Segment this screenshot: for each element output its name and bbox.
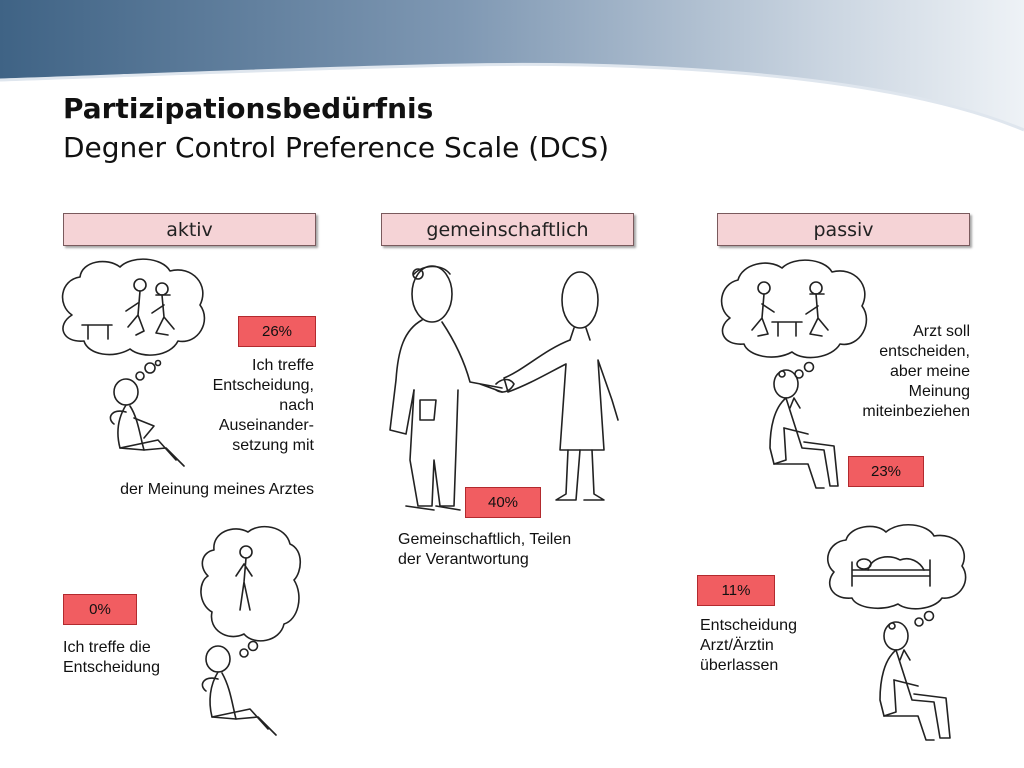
- category-passive: passiv: [717, 213, 970, 246]
- header-banner: [0, 0, 1024, 132]
- percent-active-alone: 0%: [63, 594, 137, 625]
- patient-icon: [109, 378, 185, 467]
- slide-subtitle: Degner Control Preference Scale (DCS): [63, 131, 610, 164]
- thought-bubble-icon: [200, 525, 302, 642]
- thought-bubble-icon: [720, 259, 868, 359]
- percent-shared: 40%: [465, 487, 541, 518]
- thought-bubble-icon: [61, 258, 206, 356]
- percent-passive-with-opinion: 23%: [848, 456, 924, 487]
- text-active-alone: Ich treffe die Entscheidung: [63, 639, 160, 676]
- text-shared: Gemeinschaftlich, Teilen der Verantwortu…: [398, 531, 572, 568]
- text-passive-leave: Entscheidung Arzt/Ärztin überlassen: [700, 617, 797, 674]
- thought-bubble-icon: [826, 524, 967, 610]
- percent-passive-leave: 11%: [697, 575, 775, 606]
- text-passive-with-opinion: Arzt soll entscheiden, aber meine Meinun…: [862, 323, 970, 420]
- text-active-after-discussion-last: der Meinung meines Arztes: [120, 481, 314, 498]
- category-active: aktiv: [63, 213, 316, 246]
- text-active-after-discussion: Ich treffe Entscheidung, nach Auseinande…: [212, 357, 314, 454]
- thought-dots-icon: [914, 610, 935, 627]
- doctor-icon: [879, 621, 951, 741]
- thought-dots-icon: [135, 359, 162, 381]
- category-shared: gemeinschaftlich: [381, 213, 634, 246]
- patient-icon: [201, 645, 277, 736]
- slide-title: Partizipationsbedürfnis: [63, 92, 434, 125]
- percent-active-after-discussion: 26%: [238, 316, 316, 347]
- handshake-icon: [389, 265, 619, 511]
- doctor-icon: [769, 369, 839, 489]
- thought-dots-icon: [239, 640, 259, 658]
